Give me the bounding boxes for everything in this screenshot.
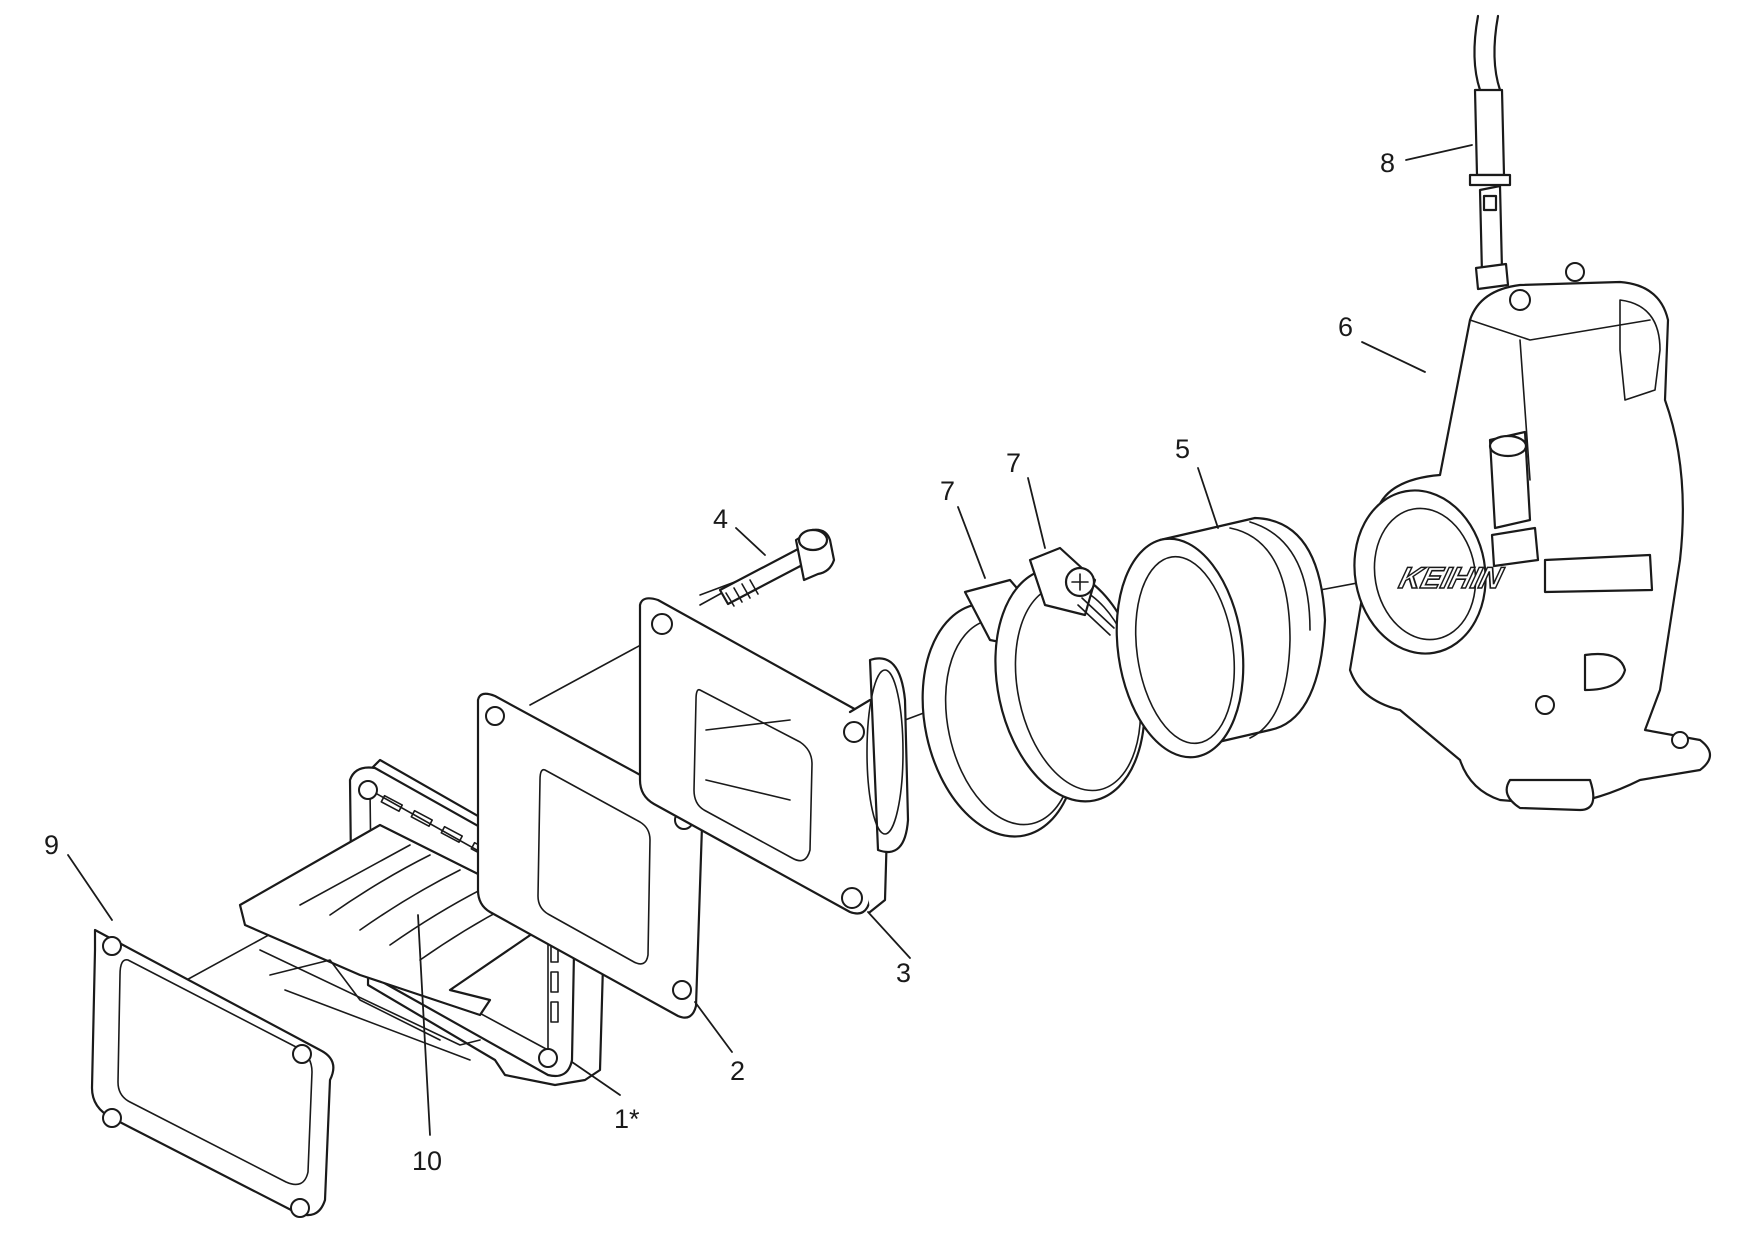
carburetor-brand-logo: KEIHIN <box>1396 561 1508 594</box>
part-9-gasket <box>90 928 335 1218</box>
callout-part-2: 2 <box>730 1056 745 1086</box>
part-2-gasket <box>476 692 704 1019</box>
callout-labels: 9 10 1* 2 3 4 7 7 5 6 8 <box>44 148 1395 1176</box>
part-5-intake-boot <box>1115 516 1327 759</box>
callout-part-10: 10 <box>412 1146 442 1176</box>
leader-lines <box>67 144 1473 1136</box>
callout-part-1: 1* <box>614 1104 640 1134</box>
part-6-carburetor: KEIHIN <box>1348 184 1712 812</box>
callout-part-3: 3 <box>896 958 911 988</box>
callout-part-6: 6 <box>1338 312 1353 342</box>
callout-part-8: 8 <box>1380 148 1395 178</box>
part-3-intake-flange <box>638 597 910 915</box>
callout-part-7b: 7 <box>1006 448 1021 478</box>
part-4-bolt <box>718 528 836 607</box>
callout-part-5: 5 <box>1175 434 1190 464</box>
callout-part-4: 4 <box>713 504 728 534</box>
part-10-reed-petals <box>238 823 547 1061</box>
callout-part-9: 9 <box>44 830 59 860</box>
callout-part-7a: 7 <box>940 476 955 506</box>
part-8-throttle-cable <box>1468 14 1512 212</box>
